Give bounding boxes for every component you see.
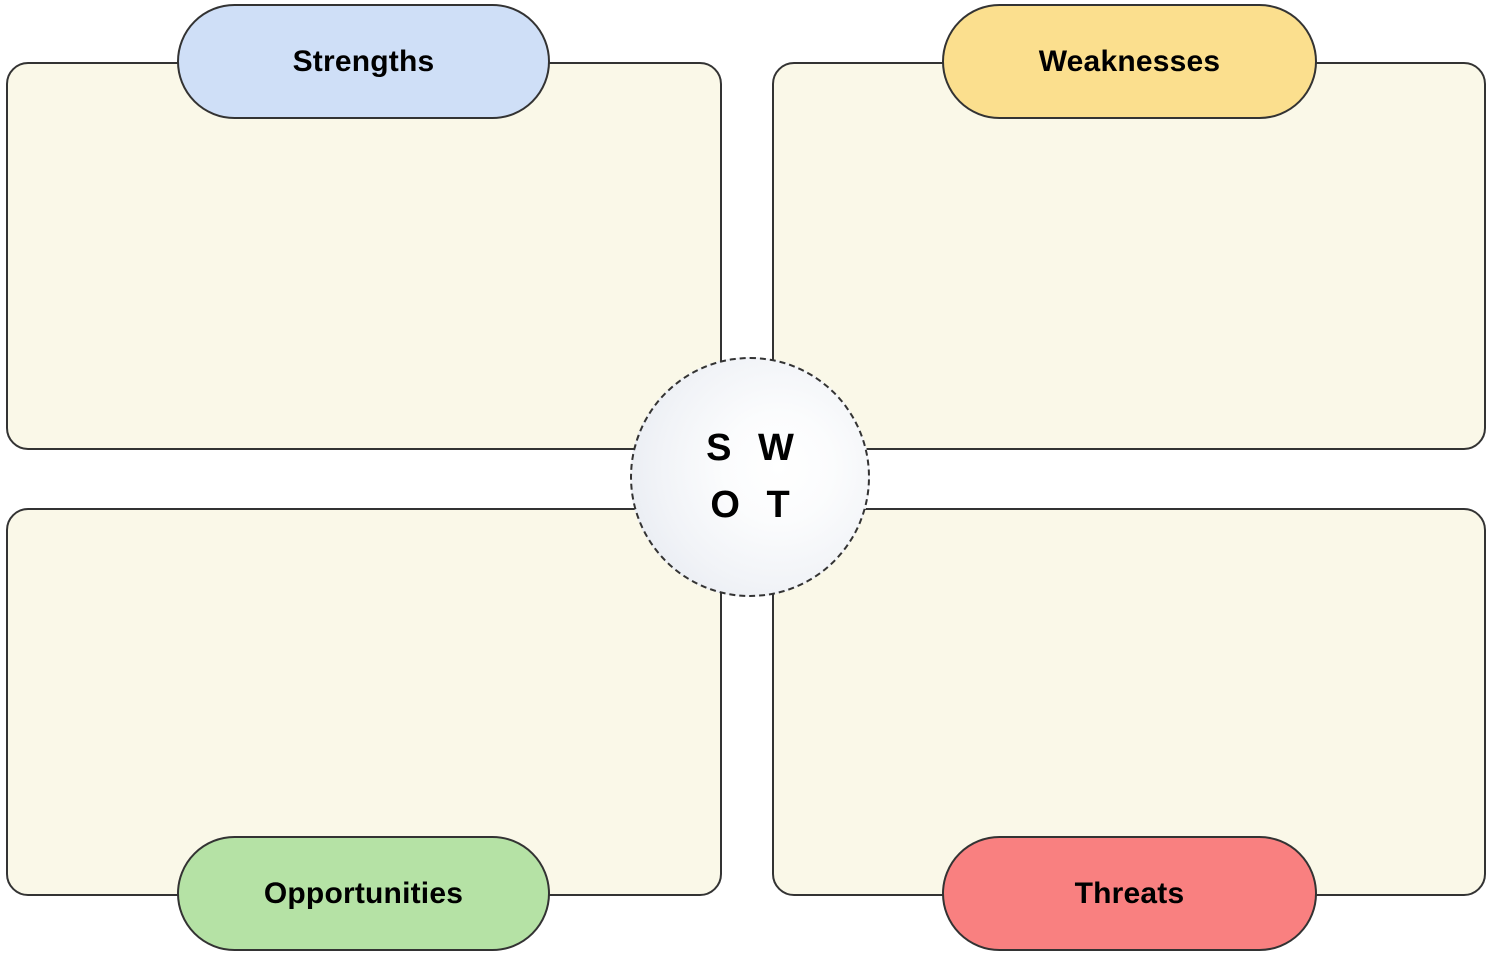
quadrant-panel-opportunities[interactable] [6,508,722,896]
quadrant-panel-weaknesses[interactable] [772,62,1486,450]
pill-label-weaknesses: Weaknesses [1038,44,1221,78]
label-pill-strengths[interactable]: Strengths [177,4,550,119]
label-pill-opportunities[interactable]: Opportunities [177,836,550,951]
pill-label-threats: Threats [1074,876,1185,910]
swot-center-hub[interactable]: S W O T [630,357,870,597]
hub-line-sw: S W [706,427,802,469]
quadrant-panel-threats[interactable] [772,508,1486,896]
label-pill-threats[interactable]: Threats [942,836,1317,951]
quadrant-panel-strengths[interactable] [6,62,722,450]
pill-label-strengths: Strengths [292,44,435,78]
label-pill-weaknesses[interactable]: Weaknesses [942,4,1317,119]
hub-line-ot: O T [710,484,798,526]
pill-label-opportunities: Opportunities [263,876,464,910]
